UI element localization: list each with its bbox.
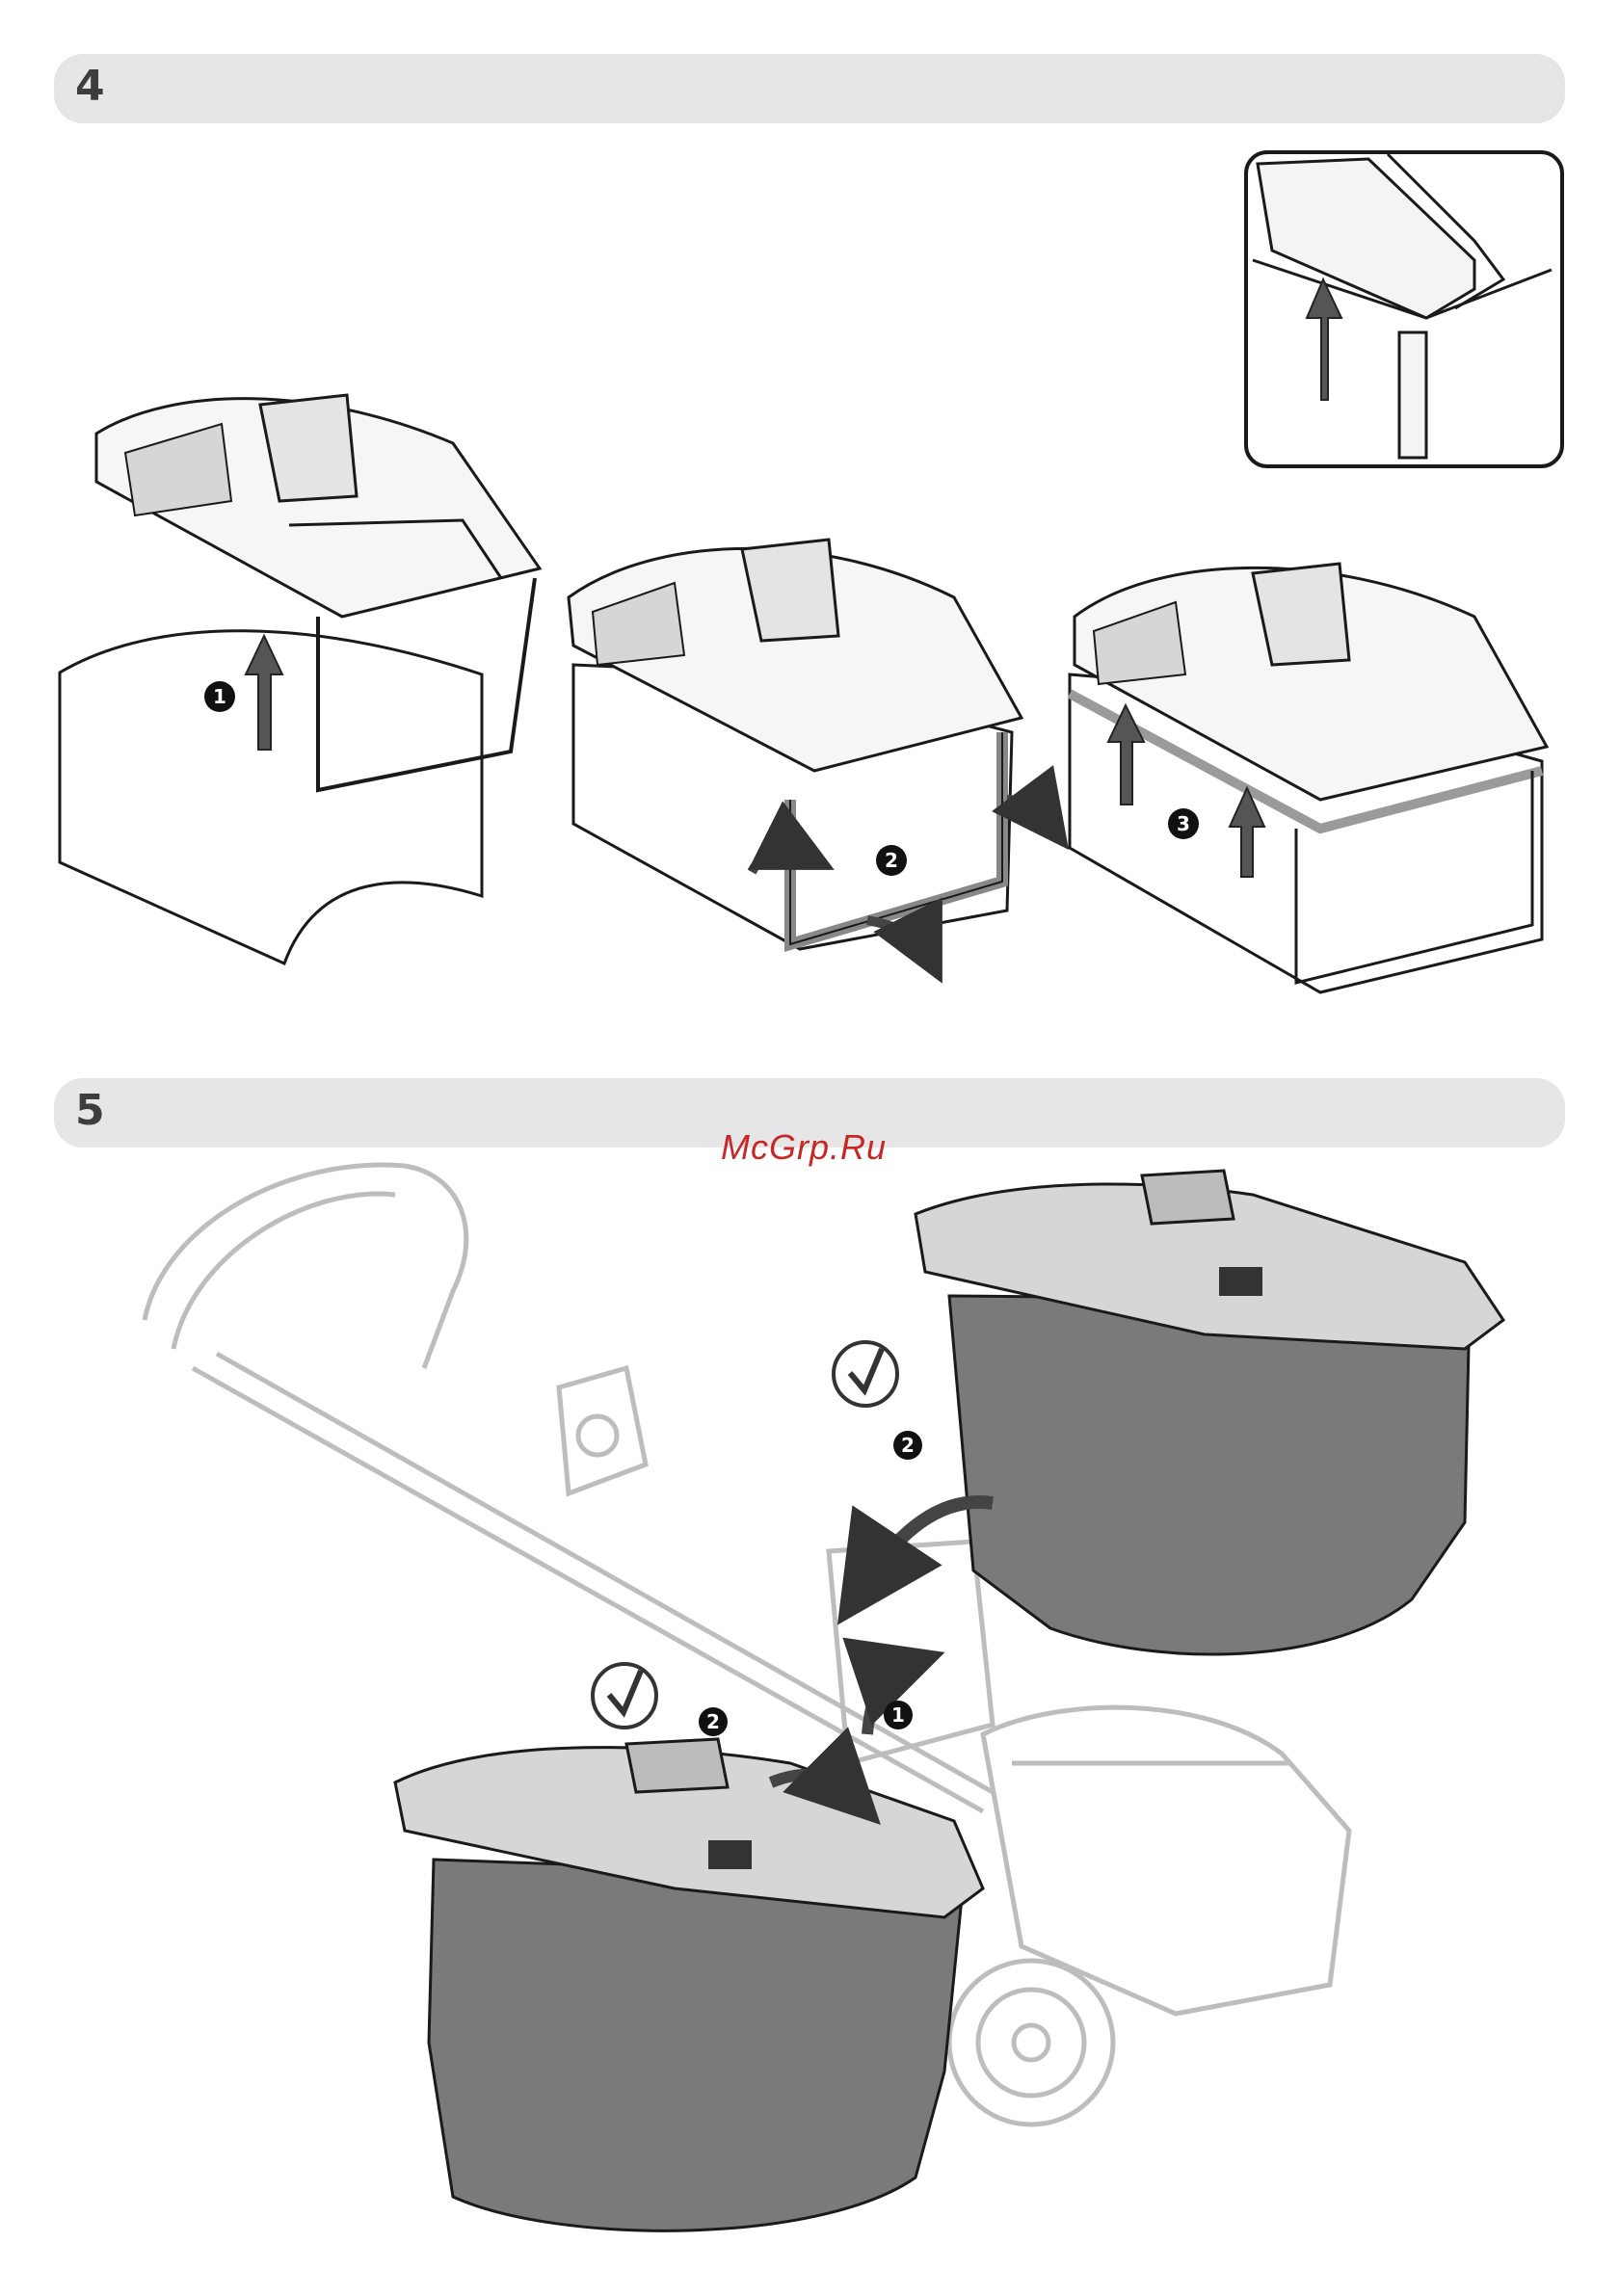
checkmark-icon — [834, 1342, 897, 1406]
checkmark-icon — [593, 1664, 656, 1728]
step-marker: 2 — [901, 1434, 915, 1457]
step-marker: 1 — [891, 1703, 905, 1727]
detail-inset — [1246, 152, 1562, 466]
step-marker: 2 — [885, 849, 898, 872]
grass-box-left — [395, 1739, 983, 2230]
grass-box-right — [916, 1171, 1503, 1654]
step-marker: 3 — [1177, 812, 1190, 835]
step-marker: 1 — [213, 685, 226, 708]
grass-box-panel-1: 1 — [60, 395, 540, 963]
grass-box-panel-2: 2 — [569, 540, 1046, 949]
step-marker: 2 — [706, 1710, 720, 1733]
grass-box-panel-3: 3 — [1070, 564, 1547, 992]
